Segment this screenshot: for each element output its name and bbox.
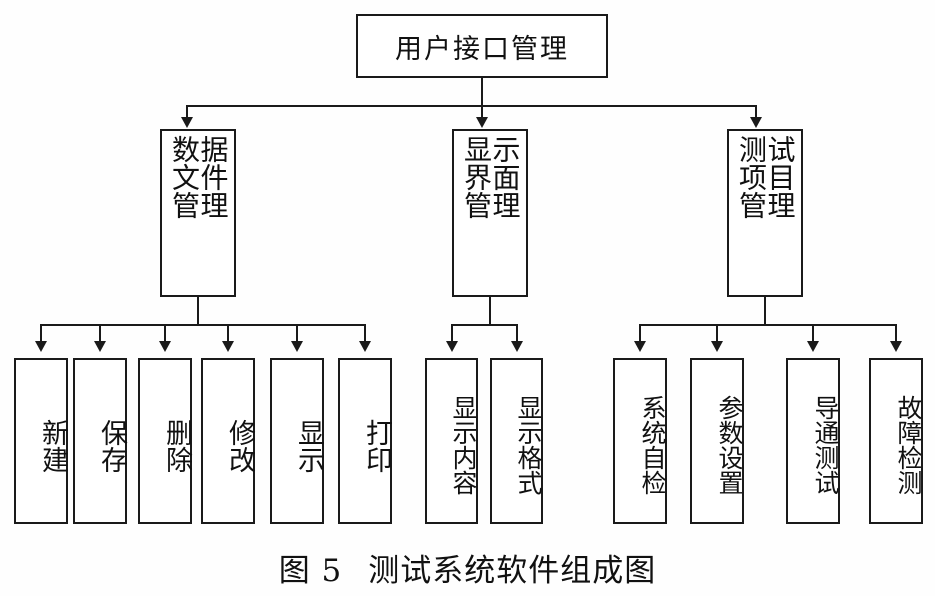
arrowhead-group1-1 — [35, 341, 47, 352]
connector-group3-drop-3 — [812, 324, 814, 343]
node-display-content: 显示内容 — [425, 358, 478, 524]
node-display-interface-management: 示面理 显界管 — [452, 129, 528, 297]
connector-group1-drop-1 — [40, 324, 42, 343]
connector-to-test-item — [755, 105, 757, 119]
arrowhead-group3-3 — [807, 341, 819, 352]
node-delete: 删除 — [138, 358, 192, 524]
leaf-label: 打印 — [361, 419, 392, 473]
leaf-label: 显示格式 — [514, 395, 543, 495]
node-fault-detection: 故障检测 — [869, 358, 923, 524]
leaf-label: 显示内容 — [449, 395, 478, 495]
arrowhead-to-display-interface — [476, 117, 488, 128]
vertical-text-block: 据件理 数文管 — [162, 127, 234, 299]
connector-to-data-file — [186, 105, 188, 119]
connector-group1-drop-6 — [364, 324, 366, 343]
arrowhead-group3-1 — [634, 341, 646, 352]
connector-root-trunk — [481, 78, 483, 105]
arrowhead-group1-3 — [159, 341, 171, 352]
node-parameter-setting: 参数设置 — [690, 358, 744, 524]
arrowhead-group3-4 — [890, 341, 902, 352]
vertical-col-1: 数文管 — [168, 135, 201, 219]
vertical-col-2: 试目理 — [763, 135, 797, 219]
arrowhead-group2-1 — [446, 341, 458, 352]
leaf-label: 系统自检 — [638, 395, 667, 495]
figure-caption: 图 5 测试系统软件组成图 — [0, 545, 935, 590]
connector-group3-drop-1 — [639, 324, 641, 343]
vertical-col-1: 测项管 — [735, 135, 768, 219]
leaf-label: 故障检测 — [894, 395, 923, 495]
leaf-label: 导通测试 — [811, 395, 840, 495]
arrowhead-group2-2 — [511, 341, 523, 352]
connector-group1-drop-5 — [296, 324, 298, 343]
connector-group1-drop-4 — [227, 324, 229, 343]
node-user-interface-management: 用户接口管理 — [356, 14, 608, 78]
leaf-label: 保存 — [96, 419, 127, 473]
vertical-col-2: 据件理 — [196, 135, 230, 219]
arrowhead-group1-5 — [291, 341, 303, 352]
connector-group1-drop-2 — [99, 324, 101, 343]
connector-group1-trunk — [197, 297, 199, 324]
arrowhead-group3-2 — [711, 341, 723, 352]
connector-group2-trunk — [489, 297, 491, 324]
leaf-label: 删除 — [161, 419, 192, 473]
vertical-text-block: 示面理 显界管 — [454, 127, 526, 299]
figure-number: 图 5 — [278, 553, 343, 589]
connector-group2-bus — [451, 324, 517, 326]
node-print: 打印 — [338, 358, 392, 524]
node-test-item-management: 试目理 测项管 — [727, 129, 803, 297]
node-new: 新建 — [14, 358, 68, 524]
arrowhead-to-data-file — [181, 117, 193, 128]
leaf-label: 修改 — [224, 419, 255, 473]
leaf-label: 参数设置 — [715, 395, 744, 495]
arrowhead-group1-6 — [359, 341, 371, 352]
node-label: 用户接口管理 — [395, 33, 569, 65]
arrowhead-group1-2 — [94, 341, 106, 352]
connector-to-display-interface — [481, 105, 483, 119]
node-system-self-test: 系统自检 — [613, 358, 667, 524]
vertical-col-2: 示面理 — [488, 135, 522, 219]
arrowhead-to-test-item — [750, 117, 762, 128]
arrowhead-group1-4 — [222, 341, 234, 352]
connector-group3-bus — [639, 324, 897, 326]
vertical-col-1: 显界管 — [460, 135, 493, 219]
node-modify: 修改 — [201, 358, 255, 524]
node-save: 保存 — [73, 358, 127, 524]
node-data-file-management: 据件理 数文管 — [160, 129, 236, 297]
leaf-label: 新建 — [37, 419, 68, 473]
vertical-text-block: 试目理 测项管 — [729, 127, 801, 299]
connector-group3-trunk — [764, 297, 766, 324]
connector-group2-drop-2 — [516, 324, 518, 343]
node-display: 显示 — [270, 358, 324, 524]
leaf-label: 显示 — [293, 419, 324, 473]
connector-group2-drop-1 — [451, 324, 453, 343]
node-display-format: 显示格式 — [490, 358, 543, 524]
connector-group1-drop-3 — [164, 324, 166, 343]
connector-group3-drop-4 — [895, 324, 897, 343]
node-continuity-test: 导通测试 — [786, 358, 840, 524]
connector-group1-bus — [40, 324, 365, 326]
figure-title: 测试系统软件组成图 — [368, 553, 657, 589]
connector-root-bus — [186, 105, 756, 107]
connector-group3-drop-2 — [716, 324, 718, 343]
